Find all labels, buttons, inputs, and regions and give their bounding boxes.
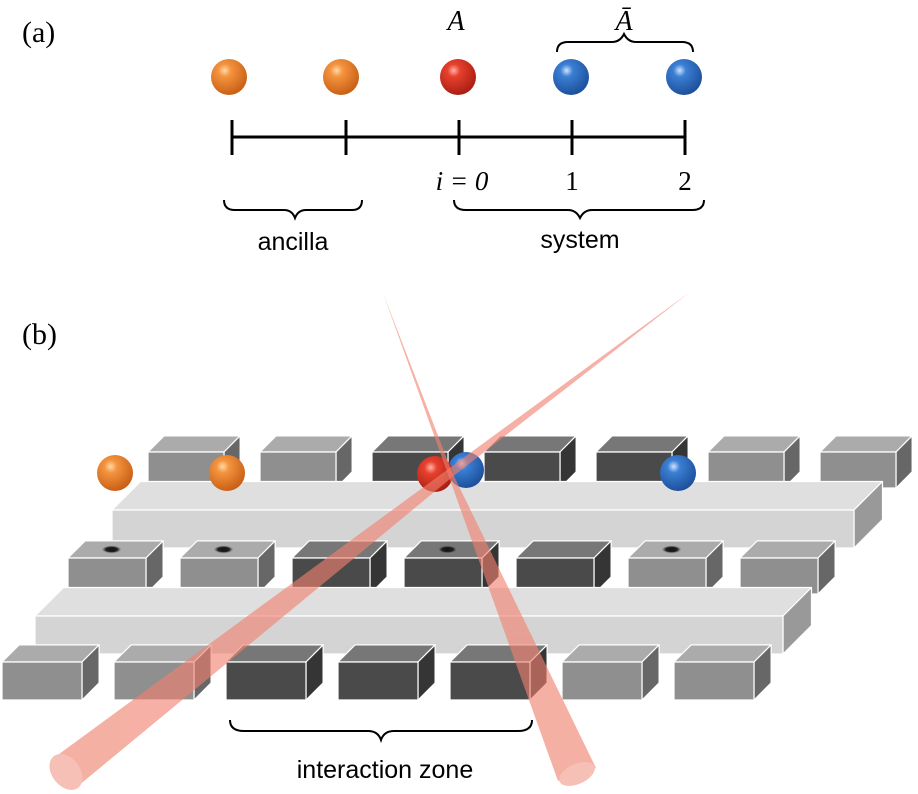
electrode-back-4 [483,435,577,489]
subsystem-A-label: A [445,6,465,37]
ancilla-atom-2 [323,59,359,95]
subsystem-A-atom [440,59,476,95]
electrode-middle-2 [179,540,276,595]
electrode-middle-1 [67,540,164,595]
electrode-front-4 [337,644,436,701]
ancilla-brace [223,199,363,221]
tick-label-1: 1 [565,166,579,196]
interaction-zone-label: interaction zone [297,756,474,784]
subsystem-Abar-atom-2 [666,59,702,95]
rail-back-bar [111,480,884,549]
rail-front [34,586,813,655]
electrode-front-3 [225,644,324,701]
panel-a-label: (a) [22,16,55,49]
trap-site-hole [437,545,458,554]
electrode-row-middle [67,540,836,595]
panel-a: (a) A Ā i = 0 1 2 ancilla system [22,6,705,256]
laser-beam-2 [49,292,690,790]
rail-front-bar [34,586,813,655]
electrode-middle-7 [739,540,836,595]
interaction-zone-brace [229,719,533,744]
electrode-front-1 [1,644,100,701]
electrode-back-2 [259,435,353,489]
ancilla-atom-1 [211,59,247,95]
trap-ancilla-atom-1 [97,455,133,491]
subsystem-Abar-label: Ā [613,6,633,37]
lattice-axis [230,120,687,155]
system-label: system [540,226,619,254]
trap-Abar-atom-near [448,452,484,488]
trap-site-hole [213,545,234,554]
trap-site-hole [101,545,122,554]
subsystem-Abar-atom-1 [553,59,589,95]
trap-ancilla-atom-2 [209,455,245,491]
trap-site-hole [661,545,682,554]
electrode-middle-6 [627,540,724,595]
electrode-middle-5 [515,540,612,595]
electrode-front-7 [673,644,772,701]
tick-label-0: i = 0 [436,166,489,196]
electrode-back-7 [819,435,913,489]
laser-beam-1 [383,293,596,786]
panel-b: (b) interaction zone [1,292,913,790]
electrode-front-6 [561,644,660,701]
electrode-back-6 [707,435,801,489]
tick-label-2: 2 [678,166,692,196]
system-brace [453,199,705,221]
Abar-brace [556,31,694,53]
electrode-row-back [147,435,913,489]
ancilla-label: ancilla [258,228,329,256]
panel-b-label: (b) [22,318,57,351]
trap-Abar-atom-far [660,455,696,491]
rail-back [111,480,884,549]
